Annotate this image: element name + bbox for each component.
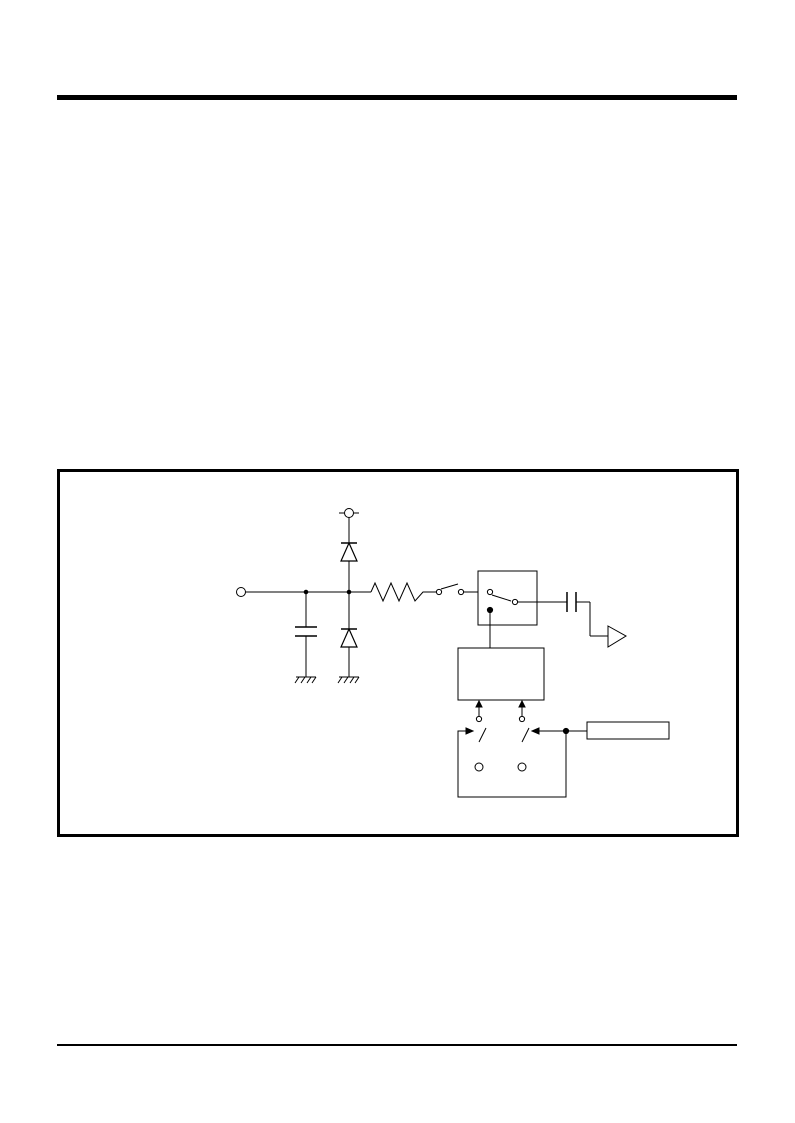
series-resistor [370, 581, 436, 603]
control-signal-box [586, 721, 670, 740]
ground-symbol-cap [294, 676, 317, 684]
shunt-capacitor [295, 592, 317, 677]
arrow-into-control-left [475, 699, 483, 716]
supply-terminal [339, 508, 359, 518]
lower-diode [340, 592, 358, 677]
sample-switch-block [477, 570, 538, 626]
sample-switch [486, 588, 519, 648]
circuit-diagram [236, 508, 670, 798]
control-junction-dot [562, 727, 570, 735]
footer-rule [57, 1044, 737, 1046]
selector-switch-right [517, 715, 530, 772]
input-switch [435, 583, 478, 596]
coupling-capacitor [566, 592, 608, 637]
buffer-amplifier [607, 625, 627, 648]
control-arrow-head [530, 727, 540, 735]
selector-switch-box [457, 730, 567, 798]
circuit-figure-frame [57, 469, 739, 837]
header-rule [57, 95, 737, 100]
ground-symbol-diode [337, 676, 360, 684]
input-terminal [236, 587, 246, 597]
control-block [457, 647, 545, 701]
arrow-into-control-right [518, 699, 526, 716]
upper-diode [340, 541, 358, 592]
selector-switch-left [465, 715, 487, 772]
